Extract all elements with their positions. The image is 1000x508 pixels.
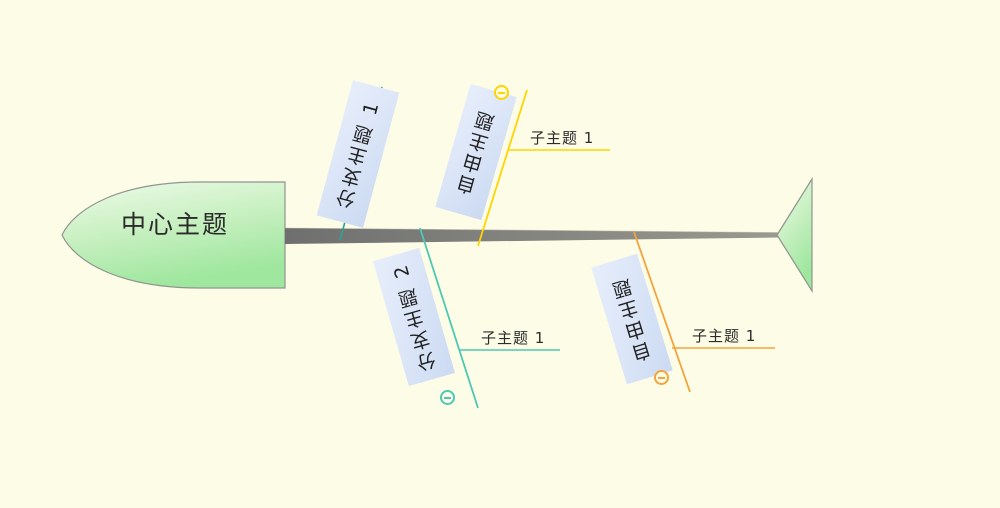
spine-highlight	[284, 227, 780, 233]
collapse-toggle-branch-4[interactable]	[654, 370, 669, 385]
sub-topic-label-4-1: 子主题 1	[692, 327, 757, 345]
minus-circle-icon	[498, 92, 505, 94]
branch-line-3[interactable]	[419, 227, 479, 409]
minus-circle-icon	[658, 377, 665, 379]
collapse-toggle-branch-3[interactable]	[440, 390, 455, 405]
tail-fin-shape[interactable]	[776, 176, 813, 294]
sub-topic-label-2-1: 子主题 1	[530, 129, 595, 147]
branch-line-4[interactable]	[633, 231, 691, 393]
center-topic-shape[interactable]	[61, 181, 286, 289]
collapse-toggle-branch-2[interactable]	[494, 85, 509, 100]
spine-shape[interactable]	[285, 228, 779, 244]
branch-line-2[interactable]	[477, 89, 528, 247]
sub-topic-label-3-1: 子主题 1	[481, 329, 546, 347]
minus-circle-icon	[444, 397, 451, 399]
